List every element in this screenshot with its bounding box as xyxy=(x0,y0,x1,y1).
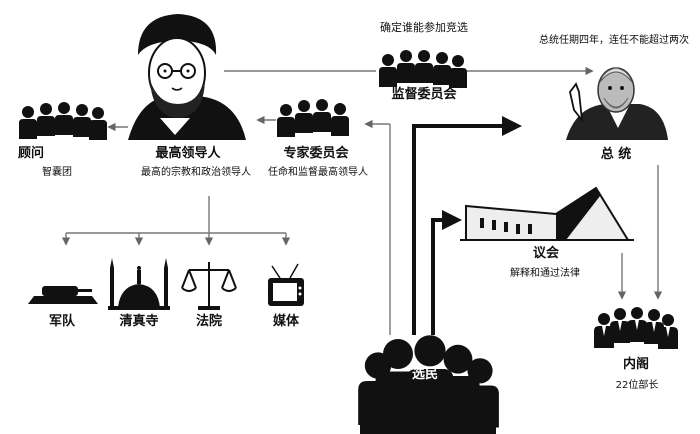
subordinate-label-army: 军队 xyxy=(48,314,76,329)
cabinet-subtitle: 22位部长 xyxy=(615,380,659,391)
cabinet-title: 内阁 xyxy=(622,357,650,372)
guardian-title: 监督委员会 xyxy=(391,87,457,102)
scales-icon xyxy=(181,262,237,310)
president-note: 总统任期四年，连任不能超过两次 xyxy=(539,35,689,46)
voter-arrows xyxy=(412,116,522,335)
president-portrait xyxy=(566,67,668,140)
tv-icon xyxy=(268,263,304,306)
advisors-title: 顾问 xyxy=(18,146,45,161)
voters-crowd-icon xyxy=(358,335,499,434)
parliament-subtitle: 解释和通过法律 xyxy=(510,268,580,279)
advisors-subtitle: 智囊团 xyxy=(42,167,72,178)
parliament-building-icon xyxy=(460,186,634,241)
experts-group-icon xyxy=(277,99,349,137)
cabinet-group-icon xyxy=(594,307,678,349)
supreme-leader-title: 最高领导人 xyxy=(155,146,221,161)
supreme-leader-subtitle: 最高的宗教和政治领导人 xyxy=(141,167,251,178)
guardian-group-icon xyxy=(379,50,467,88)
advisors-group-icon xyxy=(19,102,107,140)
guardian-note: 确定谁能参加竞选 xyxy=(380,21,468,34)
supreme-leader-portrait xyxy=(128,14,246,140)
voters-title: 选民 xyxy=(411,367,439,382)
parliament-title: 议会 xyxy=(532,246,560,261)
arrow-voters-to-parliament xyxy=(431,210,462,335)
president-title: 总 统 xyxy=(600,147,632,162)
tank-icon xyxy=(28,286,98,310)
connector-lines xyxy=(61,66,663,335)
subordinate-label-mosque: 清真寺 xyxy=(119,314,159,329)
arrow-voters-to-president xyxy=(412,116,522,335)
subordinate-label-court: 法院 xyxy=(195,314,223,329)
mosque-icon xyxy=(108,258,170,310)
subordinate-label-media: 媒体 xyxy=(272,314,300,329)
experts-title: 专家委员会 xyxy=(283,146,349,161)
experts-subtitle: 任命和监督最高领导人 xyxy=(268,167,368,178)
